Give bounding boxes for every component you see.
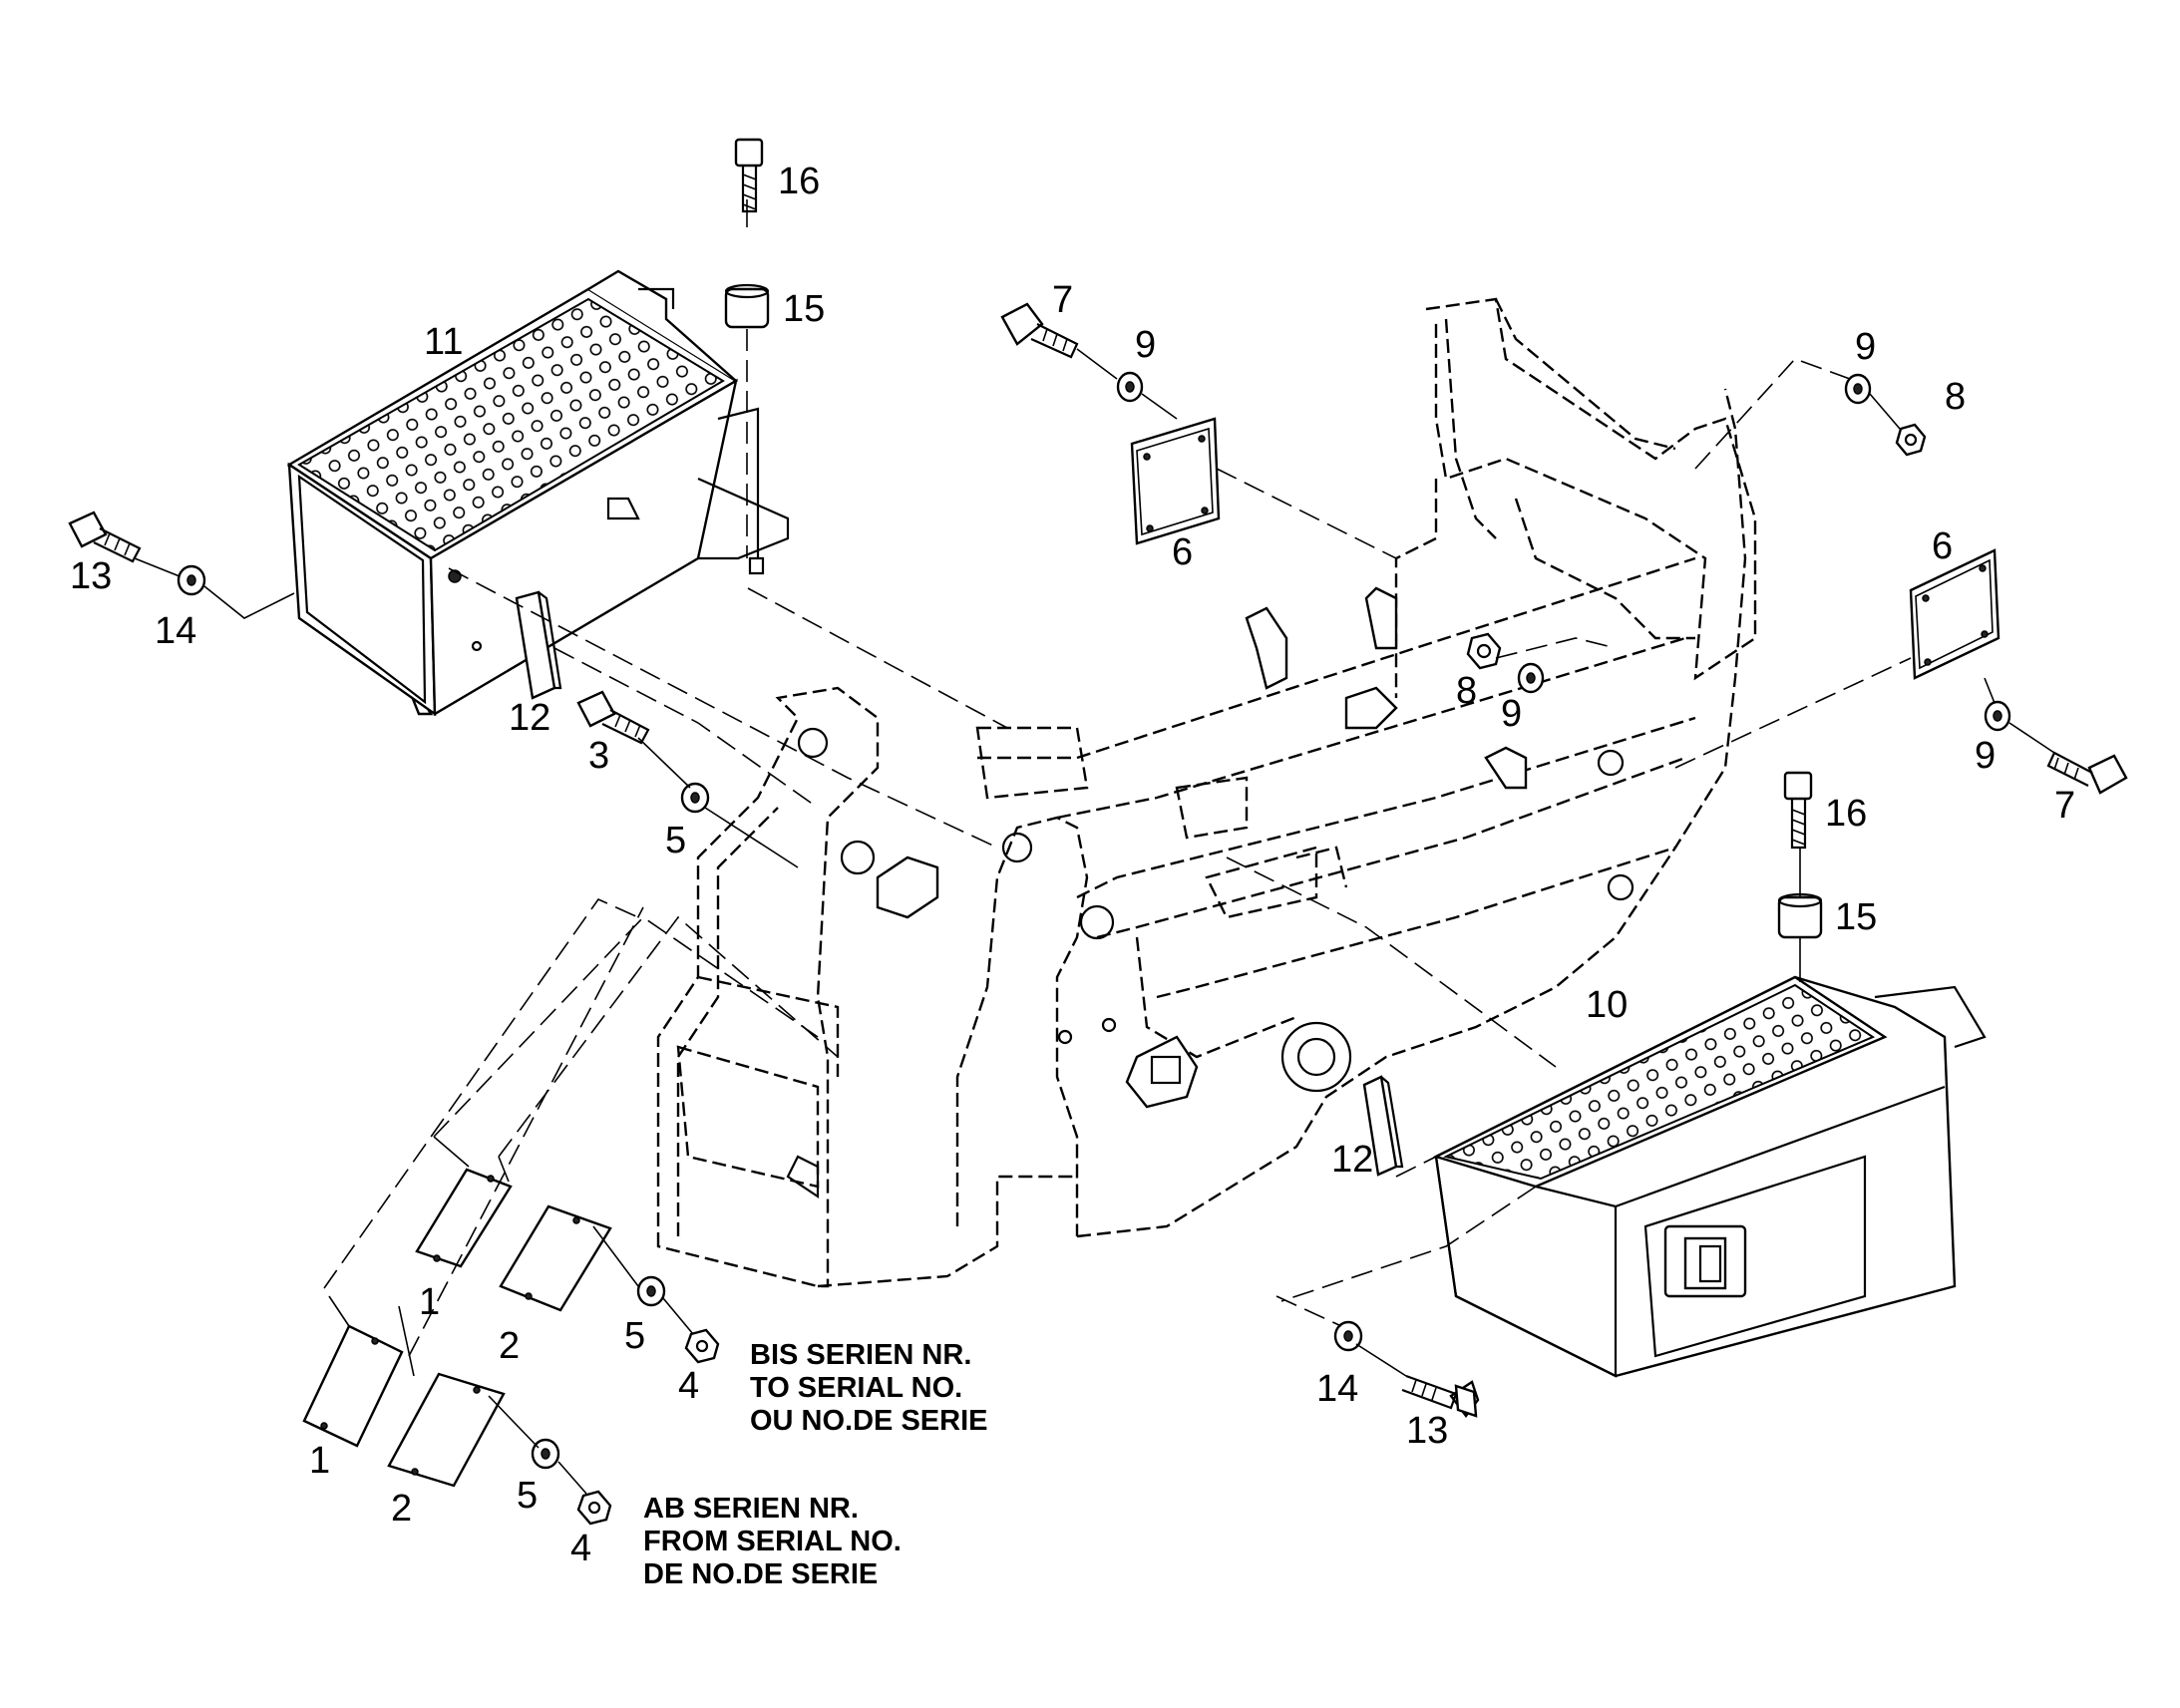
- assembly-lines: [134, 199, 2055, 1495]
- callout-2: 2: [499, 1325, 520, 1367]
- callout-6: 6: [1172, 531, 1193, 573]
- callout-5: 5: [665, 820, 686, 861]
- callout-9: 9: [1501, 693, 1522, 735]
- bolt-16-top: [734, 138, 764, 213]
- callout-4: 4: [678, 1365, 699, 1407]
- note-line: FROM SERIAL NO.: [643, 1526, 902, 1557]
- callout-16: 16: [778, 161, 820, 202]
- callout-9: 9: [1975, 735, 1996, 777]
- callout-4: 4: [570, 1528, 591, 1569]
- note-line: DE NO.DE SERIE: [643, 1558, 878, 1590]
- bolt-16-right: [1783, 771, 1813, 850]
- callout-12: 12: [509, 697, 550, 739]
- callout-14: 14: [1316, 1368, 1358, 1410]
- callout-5: 5: [624, 1315, 645, 1357]
- note-line: OU NO.DE SERIE: [750, 1405, 988, 1437]
- spacer-15-top: [724, 283, 770, 329]
- bolt-3: [576, 690, 650, 745]
- callout-9: 9: [1135, 324, 1156, 366]
- note-line: TO SERIAL NO.: [750, 1372, 962, 1404]
- callout-labels: 16 15 11 7 9 6 9 8 6 8 9 9 7 16 15 10 12…: [70, 161, 2075, 1569]
- callout-2: 2: [391, 1488, 412, 1530]
- bolt-7-right: [2046, 751, 2128, 795]
- callout-7: 7: [2054, 785, 2075, 827]
- callout-16: 16: [1825, 793, 1867, 835]
- callout-13: 13: [70, 555, 112, 597]
- callout-1: 1: [309, 1440, 330, 1482]
- spacer-15-right: [1777, 892, 1823, 939]
- note-line: BIS SERIEN NR.: [750, 1339, 971, 1371]
- callout-14: 14: [155, 610, 196, 652]
- callout-9: 9: [1855, 326, 1876, 368]
- serial-note-to: BIS SERIEN NR. TO SERIAL NO. OU NO.DE SE…: [750, 1339, 988, 1437]
- note-line: AB SERIEN NR.: [643, 1493, 859, 1525]
- callout-10: 10: [1586, 984, 1628, 1026]
- callout-12: 12: [1331, 1139, 1373, 1181]
- callout-8: 8: [1945, 376, 1966, 418]
- cover-plate-6-right: [1909, 548, 2000, 680]
- step-box-10: [1432, 975, 1987, 1378]
- bolt-13-right: [1401, 1374, 1480, 1418]
- callout-15: 15: [1835, 896, 1877, 938]
- bracket-12-right: [1362, 1075, 1404, 1177]
- callout-15: 15: [783, 288, 825, 330]
- serial-note-from: AB SERIEN NR. FROM SERIAL NO. DE NO.DE S…: [643, 1493, 902, 1590]
- chassis-details: [786, 586, 1635, 1199]
- callout-3: 3: [588, 735, 609, 777]
- callout-5: 5: [517, 1475, 538, 1517]
- bracket-12-left: [515, 590, 562, 700]
- step-box-11: [286, 269, 790, 717]
- bolt-13-left: [68, 511, 142, 563]
- cover-plate-6-top: [1130, 417, 1221, 545]
- bolt-7-top: [1000, 302, 1079, 359]
- washers: [177, 371, 2011, 1470]
- callout-7: 7: [1052, 279, 1073, 321]
- callout-8: 8: [1456, 670, 1477, 712]
- nuts: [576, 423, 1927, 1526]
- callout-13: 13: [1406, 1410, 1448, 1452]
- wear-pads: [302, 1168, 612, 1488]
- callout-1: 1: [419, 1281, 440, 1323]
- callout-6: 6: [1932, 525, 1953, 567]
- callout-11: 11: [424, 321, 463, 363]
